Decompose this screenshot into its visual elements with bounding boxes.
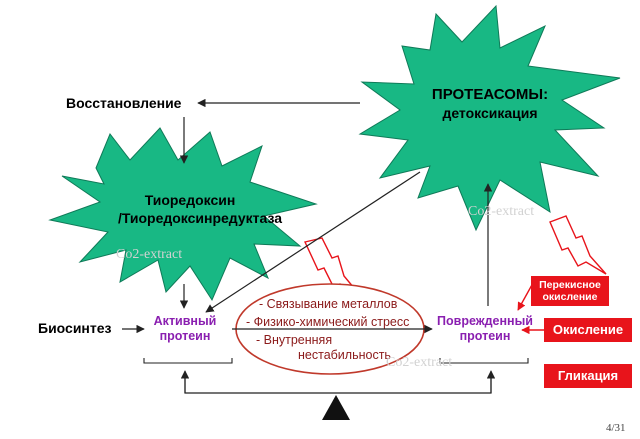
arrow-peroxide-to-damaged [517,282,534,311]
active-protein-line2: протеин [159,329,211,343]
bracket-damaged [439,358,529,364]
proteasome-title: ПРОТЕАСОМЫ: [431,86,549,103]
arrow-proteasome-to-active [205,171,421,313]
page-number: 4/31 [606,422,626,434]
bracket-active [143,358,233,364]
oxidation-box: Окисление [544,318,632,342]
balance-fulcrum [322,395,350,420]
balance-beam [184,373,492,394]
glycation-box: Гликация [544,364,632,388]
stress-internal: - Внутренняя [256,333,333,347]
lightning-bolt-right [549,215,607,275]
restoration-label: Восстановление [66,95,182,111]
damaged-protein-line2: протеин [459,329,511,343]
proteasome-starburst [358,4,621,232]
stress-physicochemical: - Физико-химический стресс [246,315,410,329]
thioredoxin-starburst [48,127,318,302]
proteasome-subtitle: детоксикация [442,105,538,121]
peroxide-oxidation-box: Перекисное окисление [531,276,609,306]
watermark-left: Co2-extract [116,247,183,262]
active-protein-line1: Активный [153,314,217,328]
thioredoxin-label: Тиоредоксин [144,192,236,208]
stress-instability: нестабильность [298,348,391,362]
watermark-top: Co2-extract [468,204,535,219]
biosynthesis-label: Биосинтез [38,320,112,336]
watermark-bottom: Co2-extract [386,355,453,370]
stress-metal-binding: - Связывание металлов [259,297,398,311]
damaged-protein-line1: Поврежденный [437,314,533,328]
thioredoxin-reductase-label: /Тиоредоксинредуктаза [117,210,283,226]
